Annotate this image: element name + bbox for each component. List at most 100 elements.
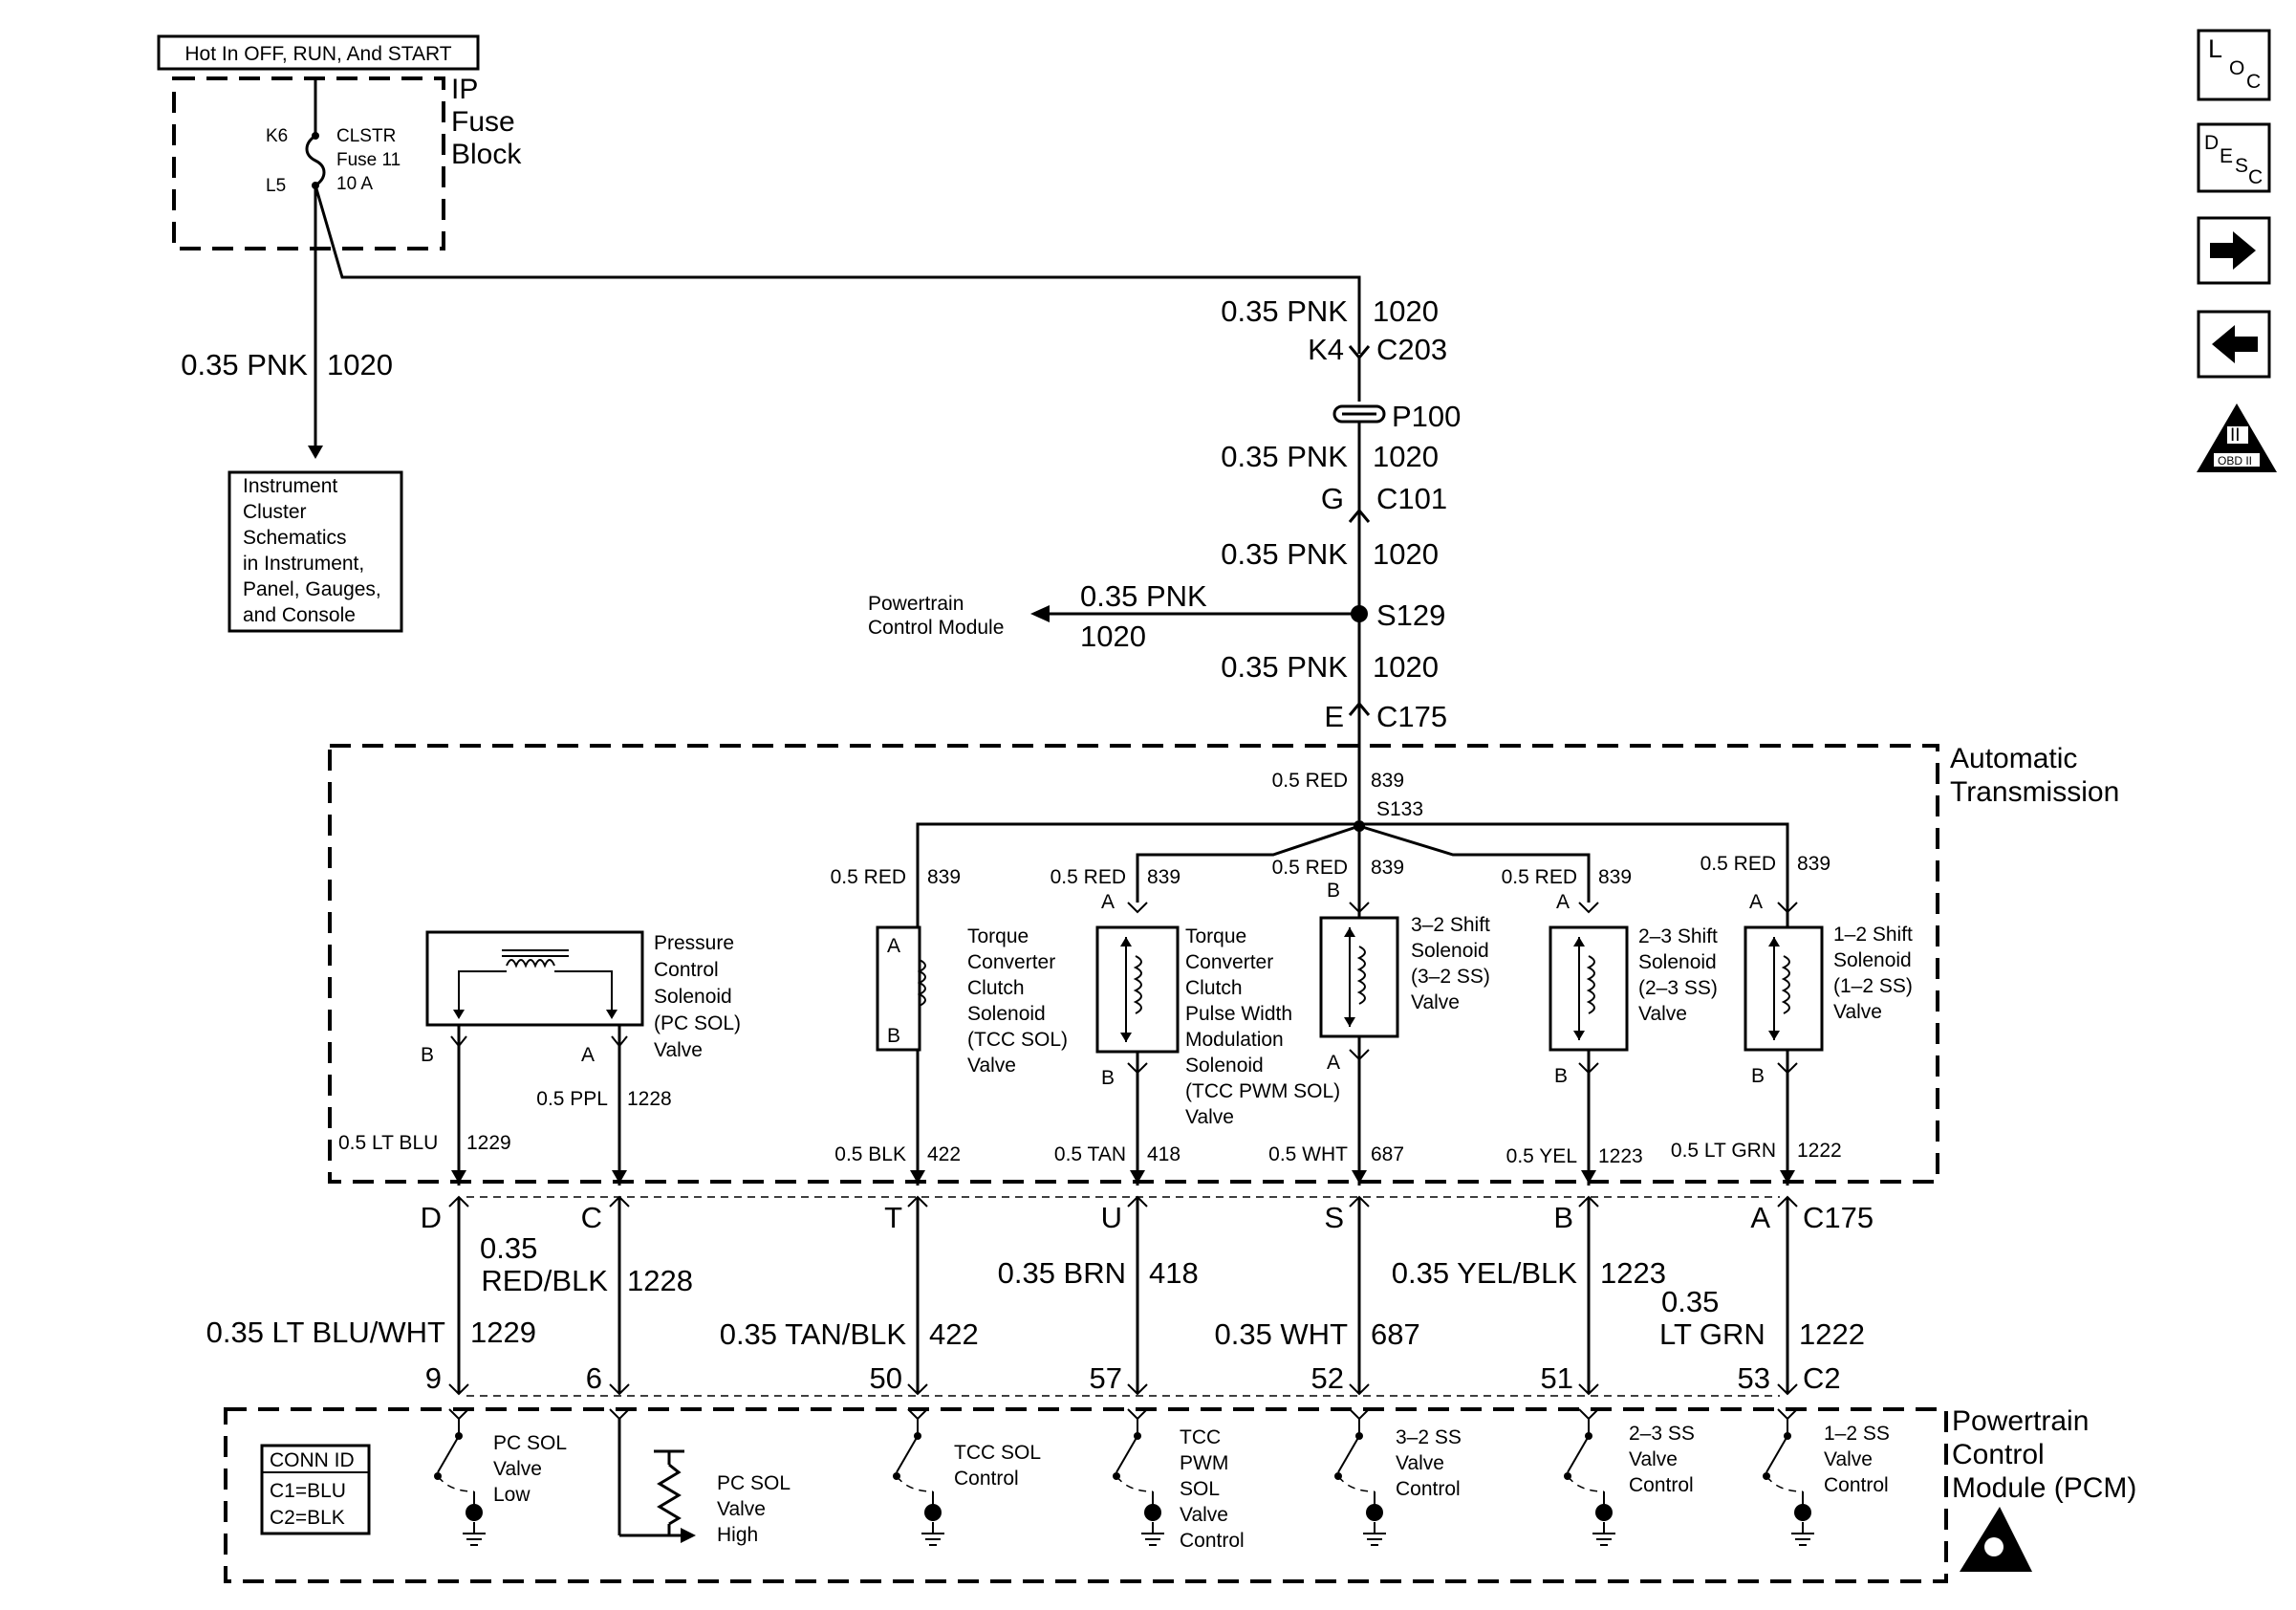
pc-low-label-2: Valve bbox=[493, 1458, 542, 1480]
ss32-driver-label-3: Control bbox=[1396, 1478, 1461, 1500]
svg-text:II: II bbox=[2230, 425, 2241, 446]
ss23-name-2: Solenoid bbox=[1638, 951, 1717, 973]
pc-sol-name-4: (PC SOL) bbox=[654, 1012, 741, 1034]
c101-pin: G bbox=[1321, 482, 1344, 515]
trunk-w1-gauge: 0.35 PNK bbox=[1221, 294, 1348, 328]
cluster-ref-2: Cluster bbox=[243, 501, 307, 523]
pc-high-label-2: Valve bbox=[717, 1498, 766, 1520]
c175-pin-b: B bbox=[1553, 1201, 1573, 1234]
trunk-w2-gauge: 0.35 PNK bbox=[1221, 440, 1348, 473]
svg-text:C: C bbox=[2248, 166, 2263, 188]
ss32-driver-label-1: 3–2 SS bbox=[1396, 1426, 1462, 1448]
harness-422-gauge: 0.35 TAN/BLK bbox=[720, 1317, 907, 1351]
fuse-rating: 10 A bbox=[336, 174, 373, 194]
harness-687-gauge: 0.35 WHT bbox=[1214, 1317, 1348, 1351]
svg-text:C: C bbox=[2246, 71, 2261, 93]
c101-name: C101 bbox=[1376, 482, 1447, 515]
pc-sol-pin-a: A bbox=[581, 1044, 595, 1066]
p100-passthrough-symbol bbox=[1332, 404, 1386, 424]
tcc-pwm-driver-label-5: Control bbox=[1180, 1530, 1245, 1552]
pc-low-label-1: PC SOL bbox=[493, 1432, 567, 1454]
trunk-w4-circuit: 1020 bbox=[1373, 650, 1439, 684]
fuse-symbol bbox=[305, 78, 326, 189]
trans-feed-circuit: 839 bbox=[1371, 770, 1404, 792]
pc-low-switch-symbol bbox=[434, 1408, 487, 1546]
svg-text:S: S bbox=[2235, 155, 2248, 177]
c175-top-connector-symbol bbox=[1348, 701, 1371, 716]
c2-pin-6: 6 bbox=[586, 1361, 602, 1395]
obd-ii-icon[interactable]: II OBD II bbox=[2197, 403, 2277, 472]
c2-pin-57: 57 bbox=[1090, 1361, 1122, 1395]
tcc-sol-name-3: Clutch bbox=[967, 977, 1025, 999]
harness-422-circuit: 422 bbox=[929, 1317, 979, 1351]
ss23-feed-gauge: 0.5 RED bbox=[1502, 866, 1577, 888]
pcm-branch-arrow-icon bbox=[1030, 605, 1050, 622]
ss32-name-3: (3–2 SS) bbox=[1411, 966, 1490, 988]
pcm-branch-target-2: Control Module bbox=[868, 617, 1004, 639]
ss32-feed-circuit: 839 bbox=[1371, 857, 1404, 879]
c2-pin-symbols bbox=[448, 1383, 1798, 1396]
ss23-driver-label-1: 2–3 SS bbox=[1629, 1423, 1695, 1445]
tcc-pwm-out-gauge: 0.5 TAN bbox=[1054, 1143, 1126, 1165]
tcc-pwm-pin-a: A bbox=[1101, 891, 1115, 913]
back-arrow-icon[interactable] bbox=[2197, 310, 2271, 379]
loc-icon[interactable]: L O C bbox=[2197, 29, 2271, 101]
pc-sol-name-5: Valve bbox=[654, 1039, 703, 1061]
c2-pin-9: 9 bbox=[425, 1361, 442, 1395]
ss32-name-1: 3–2 Shift bbox=[1411, 914, 1490, 936]
tcc-sol-feed-gauge: 0.5 RED bbox=[831, 866, 906, 888]
c175-pin-c: C bbox=[581, 1201, 602, 1234]
tcc-pwm-name-4: Pulse Width bbox=[1185, 1003, 1292, 1025]
pc-sol-name-3: Solenoid bbox=[654, 986, 732, 1008]
harness-1228-gauge-2: RED/BLK bbox=[481, 1264, 608, 1297]
harness-418-circuit: 418 bbox=[1149, 1256, 1199, 1290]
pcm-branch-gauge: 0.35 PNK bbox=[1080, 579, 1207, 613]
cluster-ref-5: Panel, Gauges, bbox=[243, 578, 381, 600]
ss23-pin-b: B bbox=[1554, 1065, 1568, 1087]
tcc-pwm-name-3: Clutch bbox=[1185, 977, 1243, 999]
harness-1222-gauge-2: LT GRN bbox=[1659, 1317, 1765, 1351]
harness-687-circuit: 687 bbox=[1371, 1317, 1420, 1351]
ss23-coil-symbol bbox=[1573, 937, 1595, 1040]
ss12-driver-switch-symbol bbox=[1763, 1408, 1815, 1546]
tcc-pwm-name-6: Solenoid bbox=[1185, 1055, 1264, 1077]
ss23-feed-circuit: 839 bbox=[1598, 866, 1632, 888]
ss23-pin-a: A bbox=[1556, 891, 1570, 913]
tcc-pwm-driver-switch-symbol bbox=[1113, 1408, 1165, 1546]
harness-1223-gauge: 0.35 YEL/BLK bbox=[1392, 1256, 1578, 1290]
fuse-block-label-2: Fuse bbox=[451, 106, 515, 138]
tcc-driver-switch-symbol bbox=[893, 1408, 945, 1546]
ss32-body bbox=[1319, 916, 1399, 1038]
hot-in-header-box bbox=[157, 34, 480, 71]
conn-id-c2: C2=BLK bbox=[270, 1507, 345, 1529]
pcm-box bbox=[224, 1407, 1948, 1583]
ss12-name-4: Valve bbox=[1833, 1001, 1882, 1023]
pc-sol-a-gauge: 0.5 PPL bbox=[536, 1088, 608, 1110]
ss12-coil-symbol bbox=[1768, 937, 1790, 1040]
ss23-driver-label-3: Control bbox=[1629, 1474, 1694, 1496]
ss12-out-circuit: 1222 bbox=[1797, 1140, 1842, 1162]
hot-in-header: Hot In OFF, RUN, And START bbox=[184, 43, 451, 65]
fuse-pin-l5: L5 bbox=[266, 176, 286, 196]
ss23-out-circuit: 1223 bbox=[1598, 1145, 1643, 1167]
fuse-pin-k6: K6 bbox=[266, 126, 288, 146]
conn-id-box bbox=[260, 1444, 371, 1535]
trunk-w3-circuit: 1020 bbox=[1373, 537, 1439, 571]
harness-1222-gauge-1: 0.35 bbox=[1661, 1285, 1719, 1318]
svg-text:E: E bbox=[2220, 145, 2233, 167]
tcc-sol-out-gauge: 0.5 BLK bbox=[834, 1143, 906, 1165]
tcc-sol-name-1: Torque bbox=[967, 925, 1029, 947]
tcc-sol-name-2: Converter bbox=[967, 951, 1055, 973]
tcc-pwm-driver-label-2: PWM bbox=[1180, 1452, 1228, 1474]
forward-arrow-icon[interactable] bbox=[2197, 216, 2271, 285]
c203-name: C203 bbox=[1376, 333, 1447, 366]
ss12-out-gauge: 0.5 LT GRN bbox=[1671, 1140, 1776, 1162]
pcm-title-3: Module (PCM) bbox=[1952, 1472, 2136, 1504]
ss12-feed-circuit: 839 bbox=[1797, 853, 1830, 875]
desc-icon[interactable]: D E S C bbox=[2197, 122, 2271, 193]
harness-1223-circuit: 1223 bbox=[1600, 1256, 1666, 1290]
cluster-ref-3: Schematics bbox=[243, 527, 347, 549]
pc-sol-body bbox=[425, 930, 644, 1027]
c175-top-pin: E bbox=[1324, 700, 1344, 733]
